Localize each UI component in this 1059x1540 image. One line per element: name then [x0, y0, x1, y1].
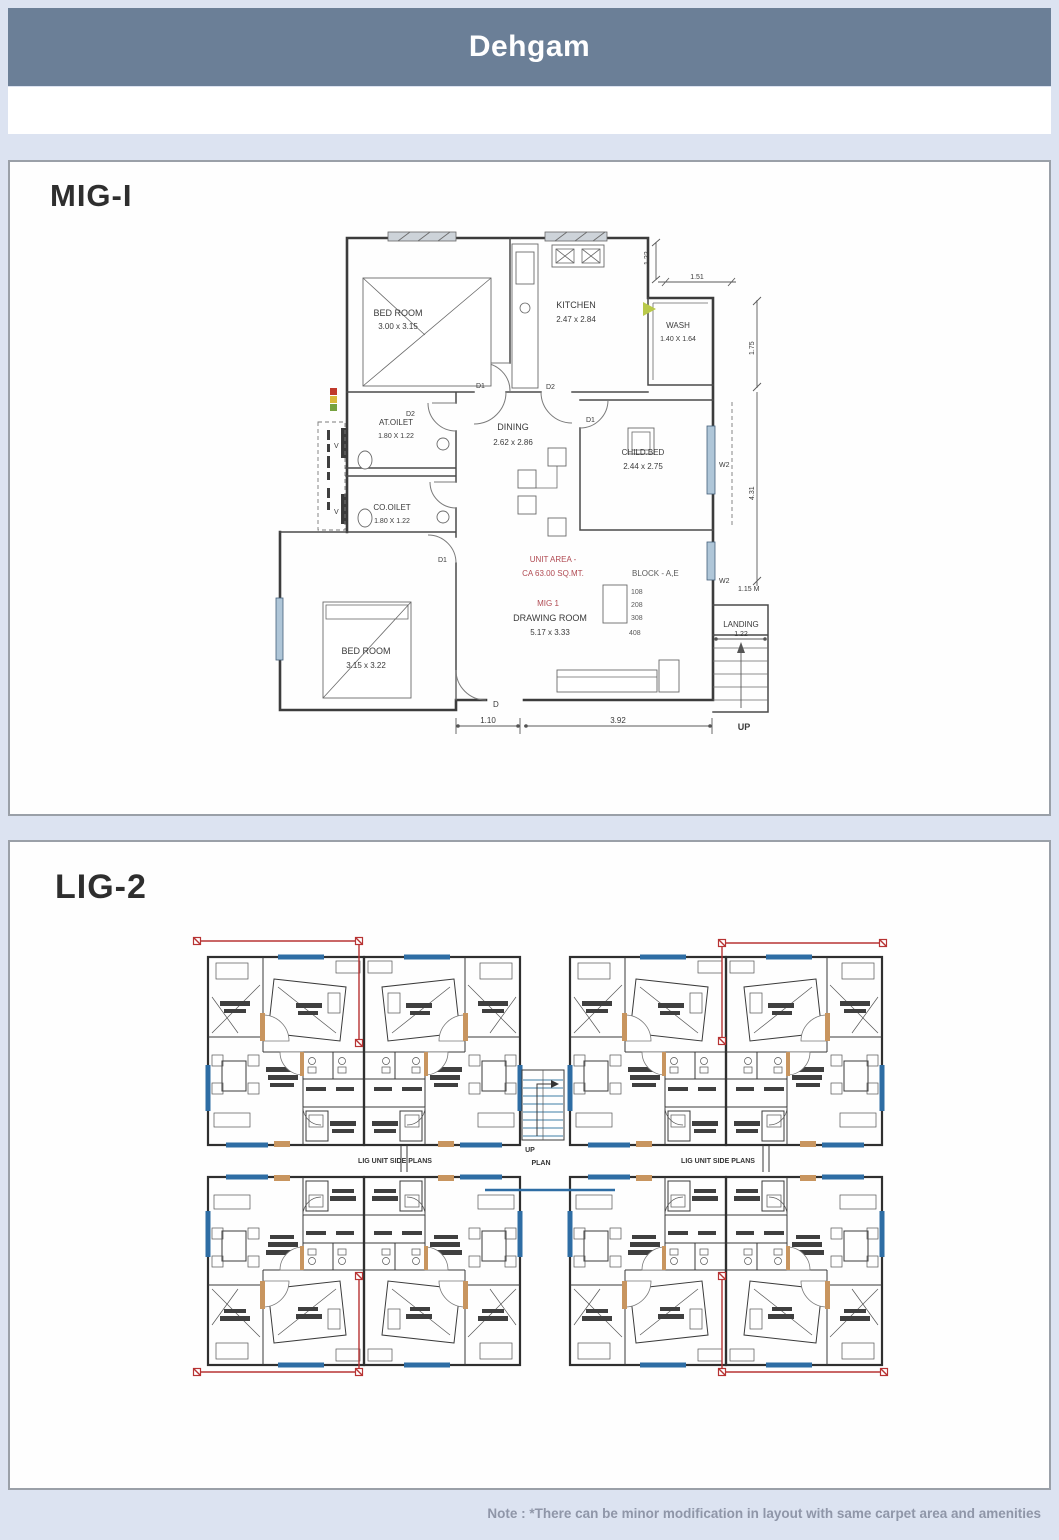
window-w2-lower	[706, 541, 716, 581]
lig2-wing-bottom-left	[206, 1175, 523, 1368]
mig1-duct-shaft	[317, 421, 346, 531]
unit-name-label: MIG 1	[537, 599, 559, 608]
room-label-dining: DINING	[497, 422, 529, 432]
marker-green	[330, 404, 337, 411]
svg-text:2.47 x 2.84: 2.47 x 2.84	[556, 315, 596, 324]
svg-text:3.00 x 3.15: 3.00 x 3.15	[378, 322, 418, 331]
dim-3-92: 3.92	[610, 716, 626, 725]
caption-right: LIG UNIT SIDE PLANS	[681, 1158, 755, 1165]
svg-text:W2: W2	[719, 578, 730, 585]
svg-text:D1: D1	[476, 383, 485, 390]
svg-text:2.62 x 2.86: 2.62 x 2.86	[493, 438, 533, 447]
svg-text:V: V	[334, 443, 339, 450]
window-top-1	[387, 231, 457, 242]
svg-text:408: 408	[629, 630, 641, 637]
mig1-labels: BED ROOM 3.00 x 3.15 KITCHEN 2.47 x 2.84…	[334, 251, 760, 732]
gas-stove	[551, 244, 605, 268]
header-sub-strip	[8, 87, 1051, 134]
dim-1-10: 1.10	[480, 716, 496, 725]
svg-text:2.44 x 2.75: 2.44 x 2.75	[623, 462, 663, 471]
mig1-dimensions	[455, 238, 767, 734]
svg-text:1.80 X 1.22: 1.80 X 1.22	[378, 433, 414, 440]
connector-stubs	[400, 1145, 770, 1172]
landing-label: LANDING	[723, 620, 759, 629]
mig1-furniture	[322, 243, 680, 699]
mig1-heading: MIG-I	[50, 178, 133, 213]
sofa	[556, 669, 658, 693]
up-label: UP	[738, 722, 751, 732]
room-label-wash: WASH	[666, 321, 690, 330]
lig2-floor-plan: LIG UNIT SIDE PLANS LIG UNIT SIDE PLANS …	[192, 936, 889, 1377]
page-title: Dehgam	[468, 30, 591, 63]
caption-left: LIG UNIT SIDE PLANS	[358, 1158, 432, 1165]
room-label-bedroom1: BED ROOM	[373, 308, 422, 318]
svg-text:D2: D2	[406, 411, 415, 418]
room-label-at-toilet: AT.OILET	[379, 418, 413, 427]
mig1-walls	[278, 236, 769, 713]
lig2-red-dimensions	[192, 936, 889, 1377]
wc-1	[357, 450, 373, 470]
dim-1-22: 1.22	[644, 251, 651, 265]
stair-up-label: UP	[525, 1147, 535, 1154]
room-label-bedroom2: BED ROOM	[341, 646, 390, 656]
dim-1-75: 1.75	[749, 341, 756, 355]
svg-text:1.80 X 1.22: 1.80 X 1.22	[374, 518, 410, 525]
unit-area-label: UNIT AREA -	[530, 555, 577, 564]
block-label: BLOCK - A,E	[632, 569, 679, 578]
svg-text:CA 63.00 SQ.MT.: CA 63.00 SQ.MT.	[522, 569, 584, 578]
lig2-panel	[8, 840, 1051, 1490]
mig1-windows	[275, 231, 716, 661]
mig1-floor-plan: BED ROOM 3.00 x 3.15 KITCHEN 2.47 x 2.84…	[275, 231, 769, 734]
svg-text:1.22: 1.22	[734, 631, 748, 638]
dim-1-15: 1.15 M	[738, 586, 760, 593]
svg-text:208: 208	[631, 602, 643, 609]
room-label-drawing: DRAWING ROOM	[513, 613, 587, 623]
lig2-staircase	[485, 1069, 615, 1192]
svg-text:5.17 x 3.33: 5.17 x 3.33	[530, 628, 570, 637]
room-label-co-toilet: CO.OILET	[373, 503, 410, 512]
window-bedroom2	[275, 597, 284, 661]
svg-text:D1: D1	[438, 557, 447, 564]
vent-v1	[341, 428, 348, 458]
window-top-2	[544, 231, 608, 242]
marker-red	[330, 388, 337, 395]
svg-text:108: 108	[631, 589, 643, 596]
svg-text:D: D	[493, 700, 499, 709]
lig2-heading: LIG-2	[55, 868, 147, 906]
room-label-kitchen: KITCHEN	[556, 300, 596, 310]
marker-yellow	[330, 396, 337, 403]
room-label-childbed: CHILD.BED	[622, 448, 665, 457]
lig2-wing-top-right	[568, 955, 885, 1148]
svg-text:V: V	[334, 509, 339, 516]
plan-label: PLAN	[531, 1160, 550, 1167]
dining-table	[536, 466, 558, 489]
svg-text:D1: D1	[586, 417, 595, 424]
svg-text:D2: D2	[546, 384, 555, 391]
svg-text:1.40 X 1.64: 1.40 X 1.64	[660, 336, 696, 343]
lig2-wing-top-left	[206, 955, 523, 1148]
mig1-doors	[427, 362, 609, 701]
svg-text:308: 308	[631, 615, 643, 622]
dim-1-51: 1.51	[690, 274, 704, 281]
block-key-box	[602, 584, 628, 624]
footnote: Note : *There can be minor modification …	[487, 1506, 1041, 1521]
lig2-captions: LIG UNIT SIDE PLANS LIG UNIT SIDE PLANS …	[358, 1147, 755, 1167]
svg-text:3.15 x 3.22: 3.15 x 3.22	[346, 661, 386, 670]
dim-4-31: 4.31	[749, 486, 756, 500]
lig2-wing-bottom-right	[568, 1175, 885, 1368]
window-w2-upper	[706, 425, 716, 495]
wc-2	[357, 508, 373, 528]
svg-text:W2: W2	[719, 462, 730, 469]
marker-arrow	[643, 302, 656, 316]
vent-v2	[341, 494, 348, 524]
header-bar: Dehgam	[8, 8, 1051, 86]
